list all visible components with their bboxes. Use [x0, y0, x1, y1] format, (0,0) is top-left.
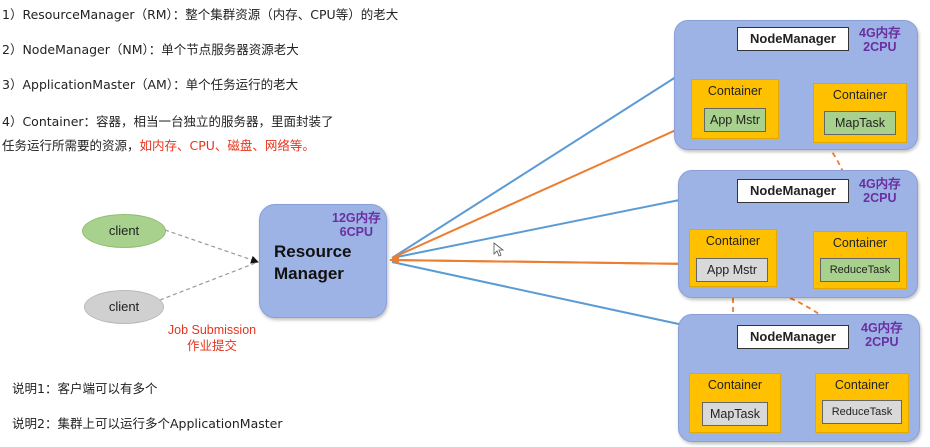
node2-container-1: Container App Mstr: [689, 229, 777, 287]
note-resourcemanager: 1）ResourceManager（RM）：整个集群资源（内存、CPU等）的老大: [2, 7, 399, 22]
node3-title: NodeManager: [737, 325, 849, 349]
rm-appmstr2-arrow-b: [389, 256, 695, 265]
client-1: client: [82, 214, 166, 248]
client2-to-rm-line: [159, 261, 259, 301]
node2-appmstr: App Mstr: [696, 258, 768, 282]
note-container-line2-red: 如内存、CPU、磁盘、网络等。: [139, 138, 315, 153]
rm-to-appmstr1-arrow: [391, 120, 697, 259]
node3-container-2-label: Container: [834, 378, 890, 392]
node2-resources: 4G内存 2CPU: [859, 177, 901, 205]
note-nodemanager: 2）NodeManager（NM）：单个节点服务器资源老大: [2, 42, 299, 57]
node-manager-1: NodeManager 4G内存 2CPU Container App Mstr…: [674, 20, 918, 150]
node2-cpu: 2CPU: [863, 191, 897, 205]
node2-container-2: Container ReduceTask: [813, 231, 907, 289]
cursor-icon: [493, 242, 505, 257]
rm-cpu: 6CPU: [339, 225, 373, 239]
job-submission-en: Job Submission: [167, 323, 257, 337]
node-manager-2: NodeManager 4G内存 2CPU Container App Mstr…: [678, 170, 918, 298]
node1-mem: 4G内存: [859, 26, 901, 40]
note-container-line1: 4）Container：容器，相当一台独立的服务器，里面封装了: [2, 114, 334, 129]
node2-title: NodeManager: [737, 179, 849, 203]
client-2: client: [84, 290, 164, 324]
node-manager-3: NodeManager 4G内存 2CPU Container MapTask …: [678, 314, 920, 442]
node3-container-2: Container ReduceTask: [815, 373, 909, 433]
node2-container-2-label: Container: [832, 236, 888, 250]
node3-container-1: Container MapTask: [689, 373, 781, 433]
rm-title-line1: Resource: [274, 242, 352, 261]
node1-cpu: 2CPU: [863, 40, 897, 54]
node1-container-2: Container MapTask: [813, 83, 907, 143]
node2-mem: 4G内存: [859, 177, 901, 191]
job-submission-label: Job Submission 作业提交: [160, 322, 264, 354]
note-container-line2-text: 任务运行所需要的资源，: [2, 138, 140, 153]
node2-reducetask: ReduceTask: [820, 258, 900, 282]
node3-mem: 4G内存: [861, 321, 903, 335]
job-submission-zh: 作业提交: [186, 339, 237, 353]
rm-mem: 12G内存: [332, 211, 381, 225]
node2-container-1-label: Container: [705, 234, 761, 248]
rm-resources: 12G内存 6CPU: [332, 211, 381, 239]
node1-resources: 4G内存 2CPU: [859, 26, 901, 54]
node3-container-1-label: Container: [707, 378, 763, 392]
node1-title: NodeManager: [737, 27, 849, 51]
node1-container-2-label: Container: [832, 88, 888, 102]
rm-title-line2: Manager: [274, 264, 344, 283]
rm-to-nm3-arrow: [391, 261, 735, 339]
rm-to-nm2-arrow: [391, 186, 735, 259]
node1-container-1-label: Container: [707, 84, 763, 98]
node1-container-1: Container App Mstr: [691, 79, 779, 139]
note-container-line2: 任务运行所需要的资源，如内存、CPU、磁盘、网络等。: [2, 138, 315, 154]
resource-manager-box: 12G内存 6CPU Resource Manager: [259, 204, 387, 318]
node3-reducetask: ReduceTask: [822, 400, 902, 424]
rm-title: Resource Manager: [274, 241, 351, 285]
note-applicationmaster: 3）ApplicationMaster（AM）：单个任务运行的老大: [2, 77, 299, 92]
explanation-1: 说明1：客户端可以有多个: [12, 381, 158, 396]
node3-maptask: MapTask: [702, 402, 768, 426]
node1-maptask: MapTask: [824, 111, 896, 135]
explanation-2: 说明2：集群上可以运行多个ApplicationMaster: [12, 416, 283, 431]
node1-appmstr: App Mstr: [704, 108, 766, 132]
node3-cpu: 2CPU: [865, 335, 899, 349]
node3-resources: 4G内存 2CPU: [861, 321, 903, 349]
client1-to-rm-line: [164, 229, 259, 264]
